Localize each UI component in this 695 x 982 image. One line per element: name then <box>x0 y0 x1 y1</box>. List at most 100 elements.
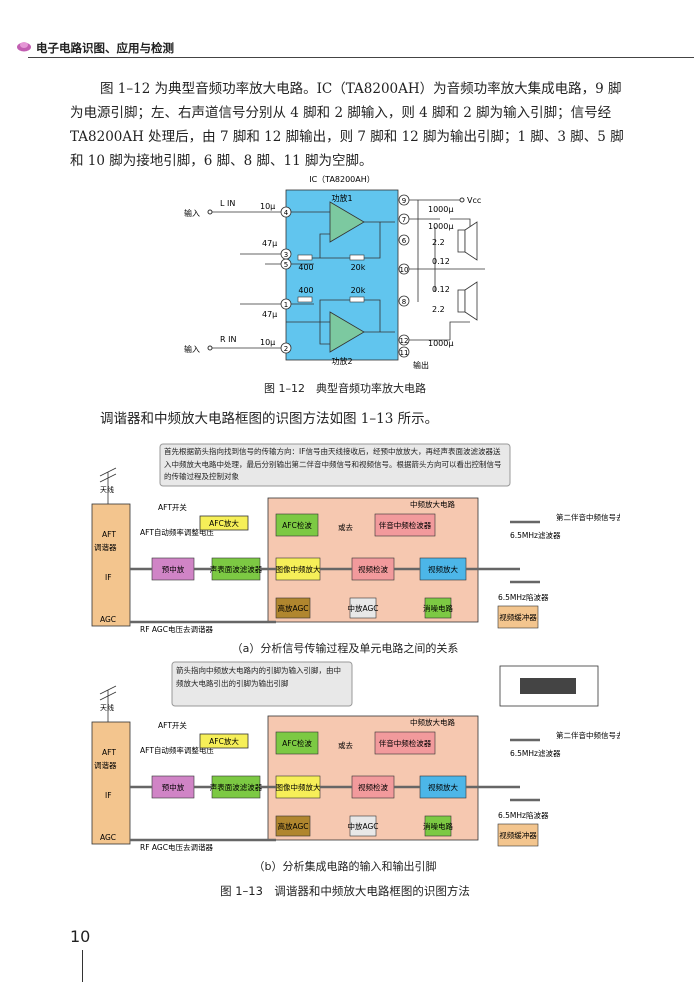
svg-text:AGC: AGC <box>100 833 116 842</box>
svg-text:400: 400 <box>298 286 313 295</box>
svg-text:7: 7 <box>402 216 406 224</box>
ic-label: IC（TA8200AH） <box>309 175 375 184</box>
svg-text:Vcc: Vcc <box>467 196 481 205</box>
figure-1-12: IC（TA8200AH） 功放1 功放2 400 20k 400 20k 4 3 5… <box>180 172 510 372</box>
svg-text:IF: IF <box>105 573 112 582</box>
svg-text:AFC检波: AFC检波 <box>282 738 312 748</box>
antenna-icon <box>99 467 117 504</box>
svg-text:11: 11 <box>400 349 409 357</box>
svg-text:AGC: AGC <box>100 615 116 624</box>
svg-text:1000μ: 1000μ <box>428 222 453 231</box>
amp2-triangle <box>329 311 365 353</box>
svg-text:第二伴音中频信号去伴音通道: 第二伴音中频信号去伴音通道 <box>556 512 620 522</box>
svg-text:视频放大: 视频放大 <box>428 782 458 792</box>
svg-text:10: 10 <box>400 266 409 274</box>
flower-icon <box>17 42 31 52</box>
svg-text:8: 8 <box>402 298 406 306</box>
svg-text:高放AGC: 高放AGC <box>277 821 308 831</box>
svg-text:AFT开关: AFT开关 <box>158 720 187 730</box>
svg-text:图像中频放大: 图像中频放大 <box>276 782 321 792</box>
fig12-caption: 图 1–12 典型音频功率放大电路 <box>264 382 426 395</box>
svg-text:视频检波: 视频检波 <box>358 782 388 792</box>
svg-text:AFT: AFT <box>102 748 116 757</box>
svg-text:6.5MHz滤波器: 6.5MHz滤波器 <box>510 748 561 758</box>
svg-text:400: 400 <box>298 263 313 272</box>
page-header: 电子电路识图、应用与检测 <box>0 0 695 62</box>
svg-text:中放AGC: 中放AGC <box>347 603 378 613</box>
svg-text:AFC检波: AFC检波 <box>282 520 312 530</box>
svg-text:1000μ: 1000μ <box>428 205 453 214</box>
header-rule <box>28 57 694 58</box>
svg-text:AFT自动频率调整电压: AFT自动频率调整电压 <box>140 527 214 537</box>
svg-text:中放AGC: 中放AGC <box>347 821 378 831</box>
svg-text:R IN: R IN <box>220 335 236 344</box>
svg-text:47μ: 47μ <box>262 239 277 248</box>
svg-text:6: 6 <box>402 237 407 245</box>
svg-text:消噪电路: 消噪电路 <box>423 821 453 831</box>
svg-text:消噪电路: 消噪电路 <box>423 603 453 613</box>
svg-text:12: 12 <box>400 337 409 345</box>
svg-text:1: 1 <box>284 301 288 309</box>
header-title: 电子电路识图、应用与检测 <box>36 41 174 55</box>
svg-text:2: 2 <box>284 345 288 353</box>
svg-text:视频放大: 视频放大 <box>428 564 458 574</box>
svg-text:2.2: 2.2 <box>432 238 445 247</box>
amp1-label: 功放1 <box>331 193 352 203</box>
svg-text:AFT: AFT <box>102 530 116 539</box>
paragraph-1: 图 1–12 为典型音频功率放大电路。IC（TA8200AH）为音频功率放大集成… <box>70 81 624 169</box>
svg-text:10μ: 10μ <box>260 202 275 211</box>
svg-text:预中放: 预中放 <box>162 564 185 574</box>
svg-text:AFC放大: AFC放大 <box>209 518 239 528</box>
svg-text:第二伴音中频信号去伴音通道: 第二伴音中频信号去伴音通道 <box>556 730 620 740</box>
svg-text:中频放大电路: 中频放大电路 <box>410 717 455 727</box>
svg-text:图像中频放大: 图像中频放大 <box>276 564 321 574</box>
svg-text:20k: 20k <box>351 286 366 295</box>
svg-text:天线: 天线 <box>100 703 114 712</box>
tuner-box <box>91 503 131 627</box>
fig13a-caption: （a）分析信号传输过程及单元电路之间的关系 <box>231 642 459 655</box>
svg-text:视频缓冲器: 视频缓冲器 <box>499 612 537 622</box>
page-bar <box>82 950 83 982</box>
speaker-icon <box>464 221 478 261</box>
svg-text:视频缓冲器: 视频缓冲器 <box>499 830 537 840</box>
note-b: 箭头指向中频放大电路内的引脚为输入引脚，由中频放大电路引出的引脚为输出引脚 <box>176 666 341 688</box>
svg-text:20k: 20k <box>351 263 366 272</box>
svg-text:9: 9 <box>402 197 406 205</box>
amp2-label: 功放2 <box>331 356 352 366</box>
svg-text:调谐器: 调谐器 <box>94 542 117 552</box>
svg-text:输入: 输入 <box>184 208 200 218</box>
amp1-triangle <box>329 201 365 243</box>
svg-text:3: 3 <box>284 251 288 259</box>
svg-text:1000μ: 1000μ <box>428 339 453 348</box>
svg-text:输入: 输入 <box>184 344 200 354</box>
svg-text:5: 5 <box>284 261 288 269</box>
note-b-box <box>171 661 353 707</box>
antenna-icon <box>99 685 117 722</box>
note-a: 首先根据箭头指向找到信号的传输方向：IF信号由天线接收后，经预中放放大，再经声表… <box>164 447 502 481</box>
svg-text:AFC放大: AFC放大 <box>209 736 239 746</box>
svg-text:RF AGC电压去调谐器: RF AGC电压去调谐器 <box>140 624 213 634</box>
svg-text:AFT自动频率调整电压: AFT自动频率调整电压 <box>140 745 214 755</box>
svg-text:预中放: 预中放 <box>162 782 185 792</box>
svg-text:伴音中频检波器: 伴音中频检波器 <box>379 520 432 530</box>
svg-text:10μ: 10μ <box>260 338 275 347</box>
svg-text:天线: 天线 <box>100 485 114 494</box>
svg-text:IF: IF <box>105 791 112 800</box>
svg-text:6.5MHz滤波器: 6.5MHz滤波器 <box>510 530 561 540</box>
svg-text:4: 4 <box>284 209 289 217</box>
svg-text:47μ: 47μ <box>262 310 277 319</box>
svg-text:调谐器: 调谐器 <box>94 760 117 770</box>
svg-text:高放AGC: 高放AGC <box>277 603 308 613</box>
note-a-box <box>159 443 511 487</box>
svg-text:AFT开关: AFT开关 <box>158 502 187 512</box>
svg-text:或去: 或去 <box>338 740 353 750</box>
svg-text:视频检波: 视频检波 <box>358 564 388 574</box>
svg-text:0.12: 0.12 <box>432 257 450 266</box>
svg-text:2.2: 2.2 <box>432 305 445 314</box>
svg-text:6.5MHz陷波器: 6.5MHz陷波器 <box>498 592 549 602</box>
page-number: 10 <box>70 927 91 946</box>
svg-text:中频放大电路: 中频放大电路 <box>410 499 455 509</box>
svg-text:0.12: 0.12 <box>432 285 450 294</box>
paragraph-2: 调谐器和中频放大电路框图的识图方法如图 1–13 所示。 <box>100 411 439 427</box>
svg-text:L IN: L IN <box>220 199 235 208</box>
